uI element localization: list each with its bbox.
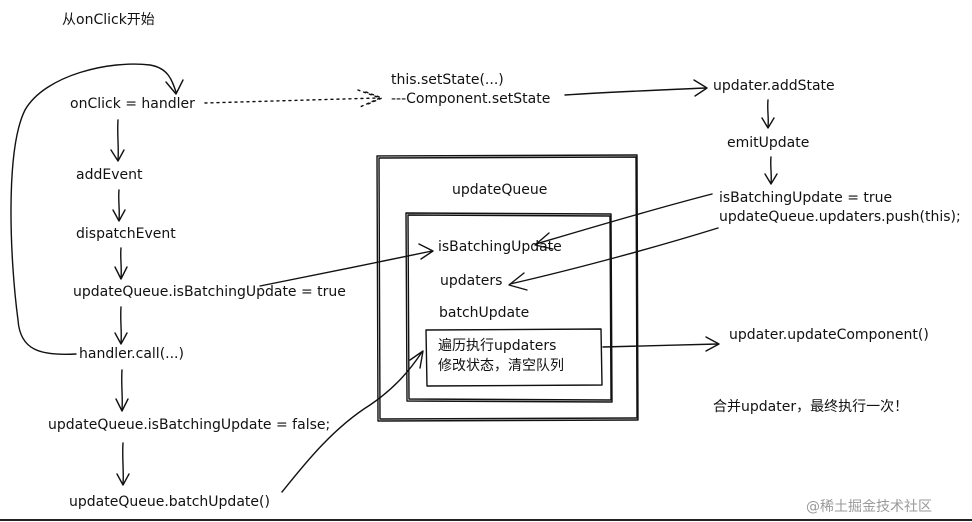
arrow-dispatch-to-batching-true	[114, 247, 128, 280]
arrow-batching-true-to-handler-call	[114, 306, 128, 345]
arrow-inner-box-to-update-component	[602, 336, 720, 352]
label-component-setstate: ---Component.setState	[391, 91, 551, 107]
arrow-batching-false-to-batch-update	[116, 442, 130, 486]
label-batch-update-call: updateQueue.batchUpdate()	[69, 494, 270, 510]
arrow-addevent-to-dispatch	[112, 189, 126, 222]
arrow-onclick-to-addevent	[110, 119, 125, 162]
label-onclick-handler: onClick = handler	[70, 96, 195, 112]
label-add-event: addEvent	[76, 167, 143, 183]
label-inner-line-1: 遍历执行updaters	[438, 338, 557, 354]
arrow-batch-update-to-inner-box	[281, 350, 424, 493]
label-dispatch-event: dispatchEvent	[76, 226, 176, 242]
label-handler-call: handler.call(...)	[79, 346, 184, 362]
watermark: @稀土掘金技术社区	[806, 499, 932, 515]
diagram-title: 从onClick开始	[62, 12, 155, 28]
arrow-condition-to-isbatching	[534, 193, 713, 250]
bottom-border	[0, 519, 972, 521]
arrow-condition-to-updaters	[508, 227, 719, 291]
dotted-arrow-to-setstate	[204, 89, 383, 108]
label-updater-addstate: updater.addState	[713, 78, 835, 94]
arrow-setstate-to-addstate	[564, 79, 708, 97]
label-this-setstate: this.setState(...)	[391, 72, 504, 88]
update-queue-middle-box	[405, 212, 613, 403]
arrow-handler-call-to-batching-false	[115, 369, 129, 412]
label-set-batching-true: updateQueue.isBatchingUpdate = true	[73, 284, 346, 300]
label-merge-note: 合并updater，最终执行一次！	[713, 399, 909, 415]
label-set-batching-false: updateQueue.isBatchingUpdate = false;	[48, 417, 331, 433]
label-condition-push: updateQueue.updaters.push(this);	[719, 209, 961, 225]
arrow-addstate-to-emitupdate	[761, 99, 775, 129]
label-update-queue-title: updateQueue	[452, 182, 548, 198]
arrow-batching-true-to-isbatching	[259, 243, 434, 287]
update-queue-outer-box	[376, 154, 639, 422]
label-inner-line-2: 修改状态，清空队列	[438, 358, 564, 374]
label-emit-update: emitUpdate	[727, 135, 810, 151]
label-updaters: updaters	[440, 273, 503, 289]
arrow-emitupdate-to-condition	[764, 156, 778, 185]
loop-arrow-handler-to-onclick	[10, 63, 184, 356]
label-update-component: updater.updateComponent()	[729, 327, 929, 343]
label-batch-update: batchUpdate	[439, 305, 530, 321]
batch-update-inner-box	[425, 328, 603, 387]
label-condition-batching: isBatchingUpdate = true	[719, 190, 893, 206]
label-is-batching-update: isBatchingUpdate	[438, 239, 562, 255]
